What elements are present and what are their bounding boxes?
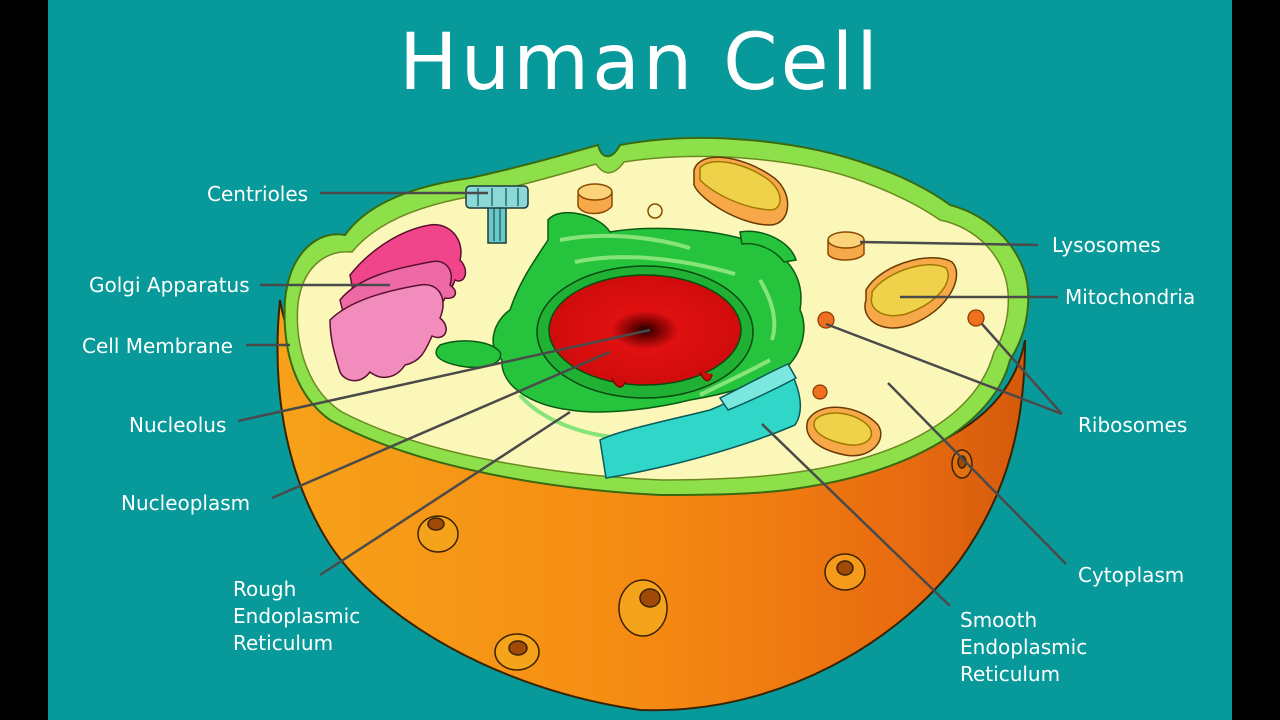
mitochondria: [693, 156, 958, 457]
surface-pits: [417, 449, 973, 671]
leader-nucleoplasm: [271, 350, 611, 500]
lysosome-vesicles: [577, 183, 865, 261]
label-lysosomes: Lysosomes: [1052, 233, 1161, 257]
golgi-apparatus: [329, 224, 467, 382]
leader-smooth-er: [761, 423, 951, 607]
label-cell-membrane: Cell Membrane: [82, 334, 233, 358]
label-smooth-er: Smooth Endoplasmic Reticulum: [960, 608, 1088, 686]
label-ribosomes: Ribosomes: [1078, 413, 1188, 437]
leader-cytoplasm: [887, 382, 1067, 565]
label-golgi-apparatus: Golgi Apparatus: [89, 273, 250, 297]
ribosomes: [812, 309, 985, 400]
label-cytoplasm: Cytoplasm: [1078, 563, 1185, 587]
centrioles: [465, 185, 529, 244]
leader-lysosomes: [859, 240, 1039, 247]
leader-ribosomes-1: [825, 322, 1063, 416]
leader-ribosomes-2: [981, 323, 1063, 415]
label-mitochondria: Mitochondria: [1065, 285, 1196, 309]
label-centrioles: Centrioles: [207, 182, 309, 206]
label-nucleoplasm: Nucleoplasm: [121, 491, 251, 515]
leader-rough-er: [319, 410, 571, 577]
label-nucleolus: Nucleolus: [129, 413, 227, 437]
diagram-title: Human Cell: [399, 18, 881, 108]
smooth-endoplasmic-reticulum: [599, 363, 802, 479]
leader-nucleolus: [237, 328, 651, 423]
label-rough-er: Rough Endoplasmic Reticulum: [233, 577, 361, 655]
